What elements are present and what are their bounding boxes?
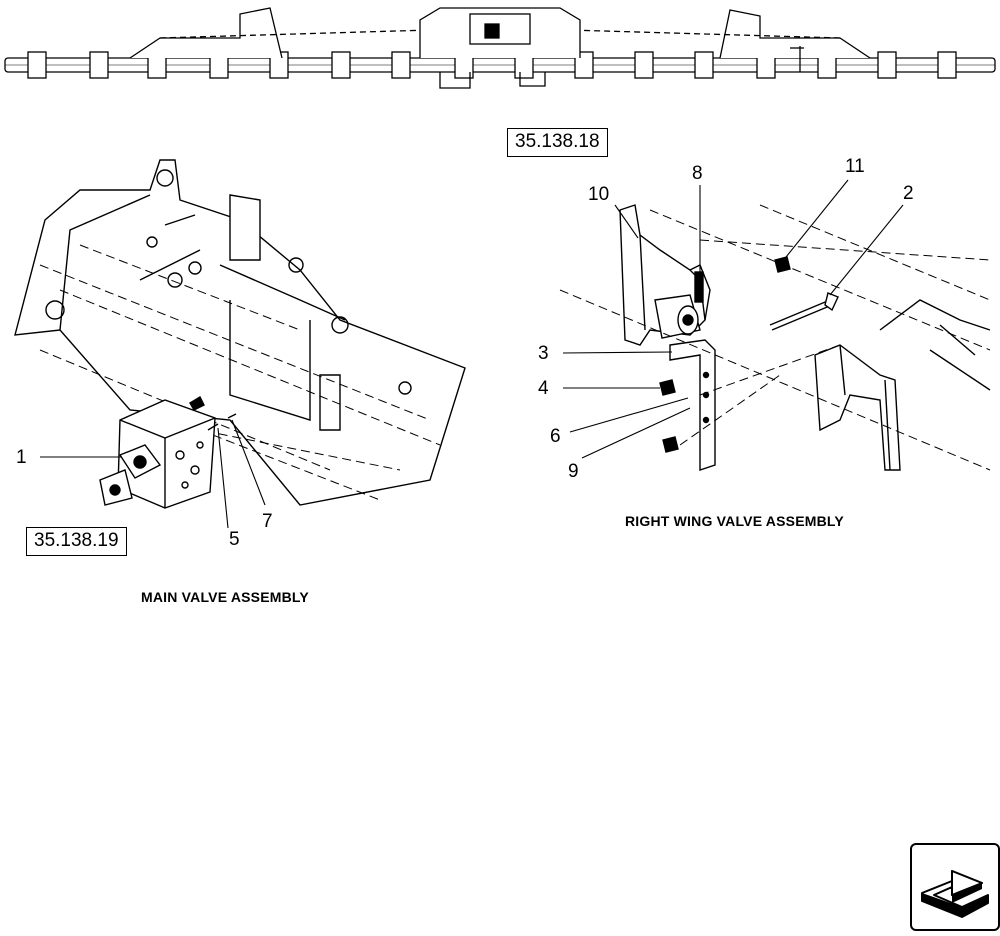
callout-1: 1 <box>16 447 27 468</box>
callout-2: 2 <box>903 183 914 204</box>
callout-8: 8 <box>692 163 703 184</box>
callout-7: 7 <box>262 511 273 532</box>
callout-9: 9 <box>568 461 579 482</box>
next-page-arrow-icon <box>921 870 989 918</box>
callout-5: 5 <box>229 529 240 550</box>
reference-link-35-138-18[interactable]: 35.138.18 <box>507 128 608 157</box>
callout-4: 4 <box>538 378 549 399</box>
caption-main-valve-assembly: MAIN VALVE ASSEMBLY <box>141 589 309 605</box>
callout-10: 10 <box>588 184 610 205</box>
right-wing-valve-illustration <box>559 204 991 471</box>
callout-3: 3 <box>538 343 549 364</box>
boom-overview <box>4 7 996 89</box>
next-page-button[interactable] <box>910 843 1000 931</box>
reference-link-35-138-19[interactable]: 35.138.19 <box>26 527 127 556</box>
callout-6: 6 <box>550 426 561 447</box>
caption-right-wing-valve-assembly: RIGHT WING VALVE ASSEMBLY <box>625 513 844 529</box>
callout-11: 11 <box>845 156 865 177</box>
main-valve-illustration <box>14 159 466 509</box>
callout-leaders <box>40 179 904 529</box>
